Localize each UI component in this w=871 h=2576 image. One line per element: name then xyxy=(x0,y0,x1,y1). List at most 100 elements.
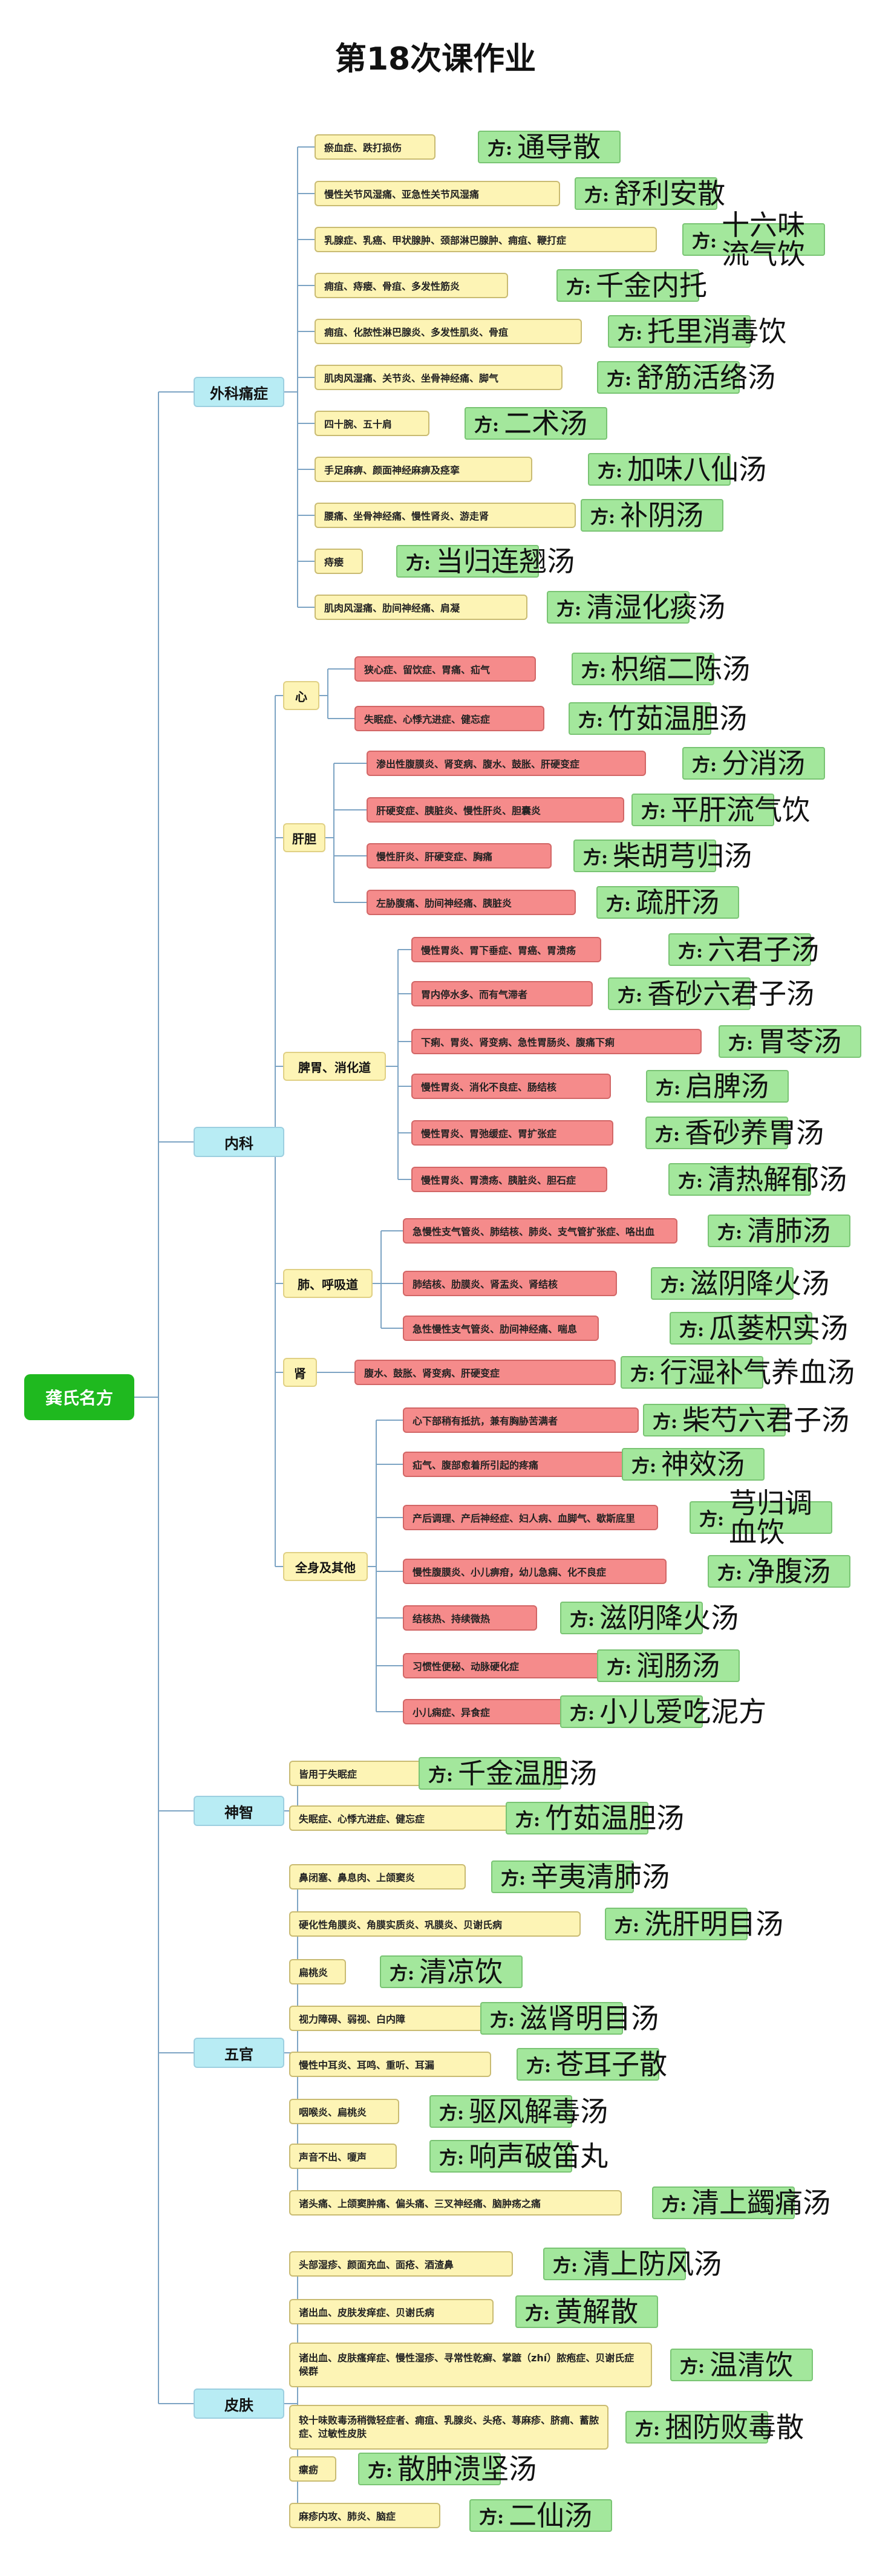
formula-node: 方:六君子汤 xyxy=(668,933,819,966)
symptom-node: 视力障碍、弱视、白内障 xyxy=(289,2006,491,2031)
symptom-node: 慢性胃炎、消化不良症、肠结核 xyxy=(411,1074,611,1099)
formula-node: 方:芎归调血饮 xyxy=(690,1489,832,1547)
formula-prefix: 方: xyxy=(680,2356,705,2378)
formula-node: 方:舒筋活络汤 xyxy=(597,361,775,394)
formula-name: 柴胡芎归汤 xyxy=(613,840,752,872)
formula-node: 方:千金内托 xyxy=(556,269,707,302)
formula-node: 方:枳缩二陈汤 xyxy=(572,653,750,685)
formula-node: 方:净腹汤 xyxy=(708,1555,850,1588)
formula-prefix: 方: xyxy=(584,185,610,206)
symptom-node: 急慢性支气管炎、肺结核、肺炎、支气管扩张症、咯出血 xyxy=(403,1218,677,1244)
formula-name: 滋肾明目汤 xyxy=(520,2002,659,2035)
formula-prefix: 方: xyxy=(692,755,717,776)
formula-prefix: 方: xyxy=(581,660,607,682)
formula-name: 舒筋活络汤 xyxy=(636,361,776,394)
formula-node: 方:苍耳子散 xyxy=(517,2048,667,2081)
symptom-node: 腰痛、坐骨神经痛、慢性肾炎、游走肾 xyxy=(315,503,576,528)
formula-prefix: 方: xyxy=(717,1563,743,1584)
symptom-node: 硬化性角膜炎、角膜实质炎、巩膜炎、贝谢氏病 xyxy=(289,1911,581,1937)
formula-node: 方:散肿溃坚汤 xyxy=(358,2453,537,2485)
formula-prefix: 方: xyxy=(598,461,623,482)
symptom-node: 咽喉炎、扁桃炎 xyxy=(289,2099,399,2124)
category-node-1: 内科 xyxy=(194,1127,284,1157)
formula-name: 香砂六君子汤 xyxy=(647,977,815,1010)
formula-prefix: 方: xyxy=(678,941,703,962)
symptom-node: 肺结核、肋膜炎、肾盂炎、肾结核 xyxy=(403,1271,617,1296)
symptom-node: 瘰疬 xyxy=(289,2456,336,2482)
formula-node: 方:滋阴降火汤 xyxy=(651,1267,829,1300)
formula-name: 竹茹温胆汤 xyxy=(545,1802,685,1834)
symptom-node: 较十味败毒汤稍微轻症者、痈疽、乳腺炎、头疮、荨麻疹、脐痈、蓄脓症、过敏性皮肤 xyxy=(289,2405,608,2450)
formula-name: 芎归调血饮 xyxy=(729,1486,813,1548)
formula-node: 方:疏肝汤 xyxy=(596,886,739,919)
formula-prefix: 方: xyxy=(679,1320,705,1341)
formula-node: 方:洗肝明目汤 xyxy=(605,1908,783,1940)
formula-node: 方:分消汤 xyxy=(682,747,825,780)
formula-prefix: 方: xyxy=(406,553,431,574)
formula-prefix: 方: xyxy=(556,599,582,620)
formula-prefix: 方: xyxy=(590,507,616,528)
symptom-node: 乳腺症、乳癌、甲状腺肿、颈部淋巴腺肿、痈疽、鞭打症 xyxy=(315,227,657,252)
symptom-node: 痈疽、痔瘘、骨疽、多发性筋炎 xyxy=(315,273,508,298)
symptom-node: 慢性腹膜炎、小儿痹疳，幼儿急痫、化不良症 xyxy=(403,1559,667,1584)
symptom-node: 皆用于失眠症 xyxy=(289,1761,440,1786)
formula-node: 方:启脾汤 xyxy=(646,1070,789,1103)
symptom-node: 疝气、腹部愈着所引起的疼痛 xyxy=(403,1452,627,1477)
formula-prefix: 方: xyxy=(656,1078,681,1099)
formula-prefix: 方: xyxy=(618,323,643,344)
formula-name: 驱风解毒汤 xyxy=(469,2095,608,2128)
symptom-node: 手足麻痹、颜面神经麻痹及痉挛 xyxy=(315,457,532,482)
formula-name: 托里消毒饮 xyxy=(647,315,787,348)
formula-node: 方:加味八仙汤 xyxy=(588,453,766,486)
formula-node: 方:滋肾明目汤 xyxy=(480,2002,659,2035)
formula-name: 净腹汤 xyxy=(747,1555,831,1588)
symptom-node: 痈疽、化脓性淋巴腺炎、多发性肌炎、骨疽 xyxy=(315,319,582,344)
formula-prefix: 方: xyxy=(570,1609,595,1631)
formula-name: 捆防败毒散 xyxy=(665,2411,804,2444)
formula-node: 方:行湿补气养血汤 xyxy=(621,1356,855,1389)
formula-prefix: 方: xyxy=(439,2103,465,2124)
formula-prefix: 方: xyxy=(615,1916,640,1937)
formula-prefix: 方: xyxy=(635,2419,661,2440)
formula-name: 清凉饮 xyxy=(419,1955,503,1988)
symptom-node: 习惯性便秘、动脉硬化症 xyxy=(403,1653,602,1678)
category-node-3: 五官 xyxy=(194,2038,284,2068)
symptom-node: 腹水、鼓胀、肾变病、肝硬变症 xyxy=(354,1360,616,1385)
formula-prefix: 方: xyxy=(566,277,592,298)
symptom-node: 结核热、持续微热 xyxy=(403,1605,537,1631)
formula-name: 清上防风汤 xyxy=(582,2248,722,2280)
symptom-node: 慢性关节风湿痛、亚急性关节风湿痛 xyxy=(315,181,560,206)
formula-node: 方:小儿爱吃泥方 xyxy=(560,1695,766,1728)
symptom-node: 肝硬变症、胰脏炎、慢性肝炎、胆囊炎 xyxy=(367,797,624,823)
formula-name: 响声破笛丸 xyxy=(469,2140,608,2173)
symptom-node: 慢性胃炎、胃下垂症、胃癌、胃溃疡 xyxy=(411,937,601,962)
formula-node: 方:黄解散 xyxy=(515,2295,658,2328)
formula-node: 方:千金温胆汤 xyxy=(419,1757,597,1790)
formula-prefix: 方: xyxy=(570,1703,595,1724)
formula-node: 方:温清饮 xyxy=(670,2349,813,2381)
formula-node: 方:滋阴降火汤 xyxy=(560,1602,739,1634)
formula-node: 方:捆防败毒散 xyxy=(625,2411,804,2444)
symptom-node: 急性慢性支气管炎、肋间神经痛、喘息 xyxy=(403,1316,599,1341)
formula-node: 方:舒利安散 xyxy=(575,177,725,210)
formula-prefix: 方: xyxy=(439,2148,465,2169)
symptom-node: 失眠症、心悸亢进症、健忘症 xyxy=(354,706,544,731)
formula-node: 方:通导散 xyxy=(478,131,621,163)
formula-node: 方:清肺汤 xyxy=(708,1215,850,1247)
formula-name: 瓜蒌枳实汤 xyxy=(709,1312,849,1345)
formula-node: 方:驱风解毒汤 xyxy=(429,2095,608,2128)
formula-prefix: 方: xyxy=(699,1509,725,1530)
formula-prefix: 方: xyxy=(662,2194,687,2216)
formula-prefix: 方: xyxy=(661,1275,686,1296)
formula-name: 清湿化痰汤 xyxy=(586,591,726,624)
formula-prefix: 方: xyxy=(490,2010,515,2031)
formula-prefix: 方: xyxy=(678,1171,703,1192)
group-node-5: 全身及其他 xyxy=(283,1552,368,1581)
category-node-4: 皮肤 xyxy=(194,2389,284,2419)
root-node: 龚氏名方 xyxy=(24,1374,134,1420)
formula-name: 六君子汤 xyxy=(708,933,820,966)
formula-node: 方:清上蠲痛汤 xyxy=(652,2186,830,2219)
formula-name: 小儿爱吃泥方 xyxy=(599,1695,767,1728)
formula-node: 方:竹茹温胆汤 xyxy=(506,1802,684,1834)
symptom-node: 慢性肝炎、肝硬变症、胸痛 xyxy=(367,843,552,869)
